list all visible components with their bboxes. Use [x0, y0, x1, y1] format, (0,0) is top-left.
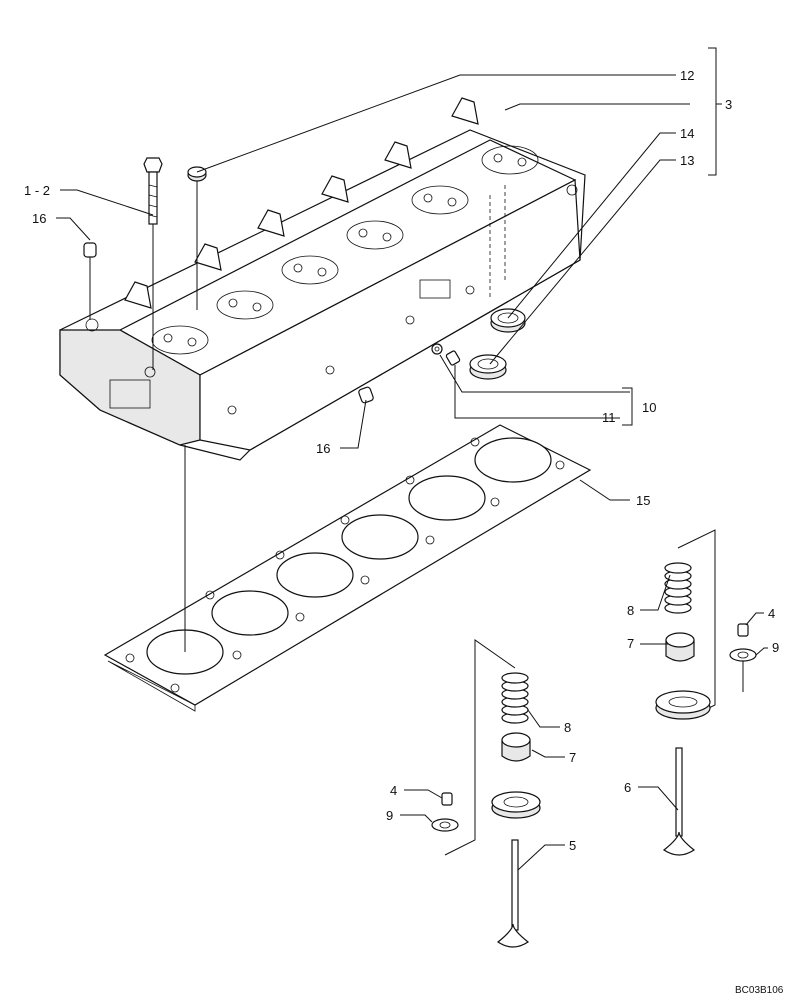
callout-7-center: 7: [569, 750, 576, 765]
spring-seat-center: [501, 732, 531, 762]
spring-seat-right: [665, 632, 695, 662]
leader-lines: [56, 47, 768, 871]
callout-9-left: 9: [386, 808, 393, 823]
callout-10: 10: [642, 400, 656, 415]
figure-reference-code: BC03B106: [735, 985, 784, 996]
callout-15: 15: [636, 493, 650, 508]
center-valve-assembly: [431, 639, 541, 948]
callout-1-2: 1 - 2: [24, 183, 50, 198]
callout-16-bottom: 16: [316, 441, 330, 456]
callout-8-right: 8: [627, 603, 634, 618]
callout-5: 5: [569, 838, 576, 853]
callout-11: 11: [602, 410, 616, 425]
seal-14: [490, 308, 526, 333]
rocker-towers: [124, 97, 479, 309]
callout-8-center: 8: [564, 720, 571, 735]
cylinder-head: [59, 97, 586, 461]
seal-13: [469, 354, 507, 380]
callout-4-right: 4: [768, 606, 775, 621]
callout-13: 13: [680, 153, 694, 168]
callout-16-top: 16: [32, 211, 46, 226]
head-gasket: [103, 424, 592, 712]
retainer-9-left: [431, 818, 459, 832]
keeper-4-left: [441, 792, 453, 806]
callout-7-right: 7: [627, 636, 634, 651]
valve-seal-center: [491, 791, 541, 819]
valve-seal-right: [655, 690, 711, 720]
valve-5: [496, 839, 530, 948]
right-valve-assembly: [655, 529, 757, 856]
head-bolt: [143, 157, 163, 370]
plug-16-top: [83, 242, 97, 320]
callout-9-right: 9: [772, 640, 779, 655]
callout-4-left: 4: [390, 783, 397, 798]
valve-spring-right: [664, 562, 692, 614]
valve-pockets: [151, 145, 539, 355]
fitting-10-11: [431, 343, 461, 366]
callout-14: 14: [680, 126, 694, 141]
callout-12: 12: [680, 68, 694, 83]
valve-6: [662, 747, 696, 856]
retainer-9-right: [729, 648, 757, 662]
side-ports: [85, 184, 578, 415]
keeper-4-right: [737, 623, 749, 637]
callout-6: 6: [624, 780, 631, 795]
valve-spring-center: [501, 672, 529, 724]
callout-3: 3: [725, 97, 732, 112]
plug-16-bottom: [358, 386, 374, 404]
